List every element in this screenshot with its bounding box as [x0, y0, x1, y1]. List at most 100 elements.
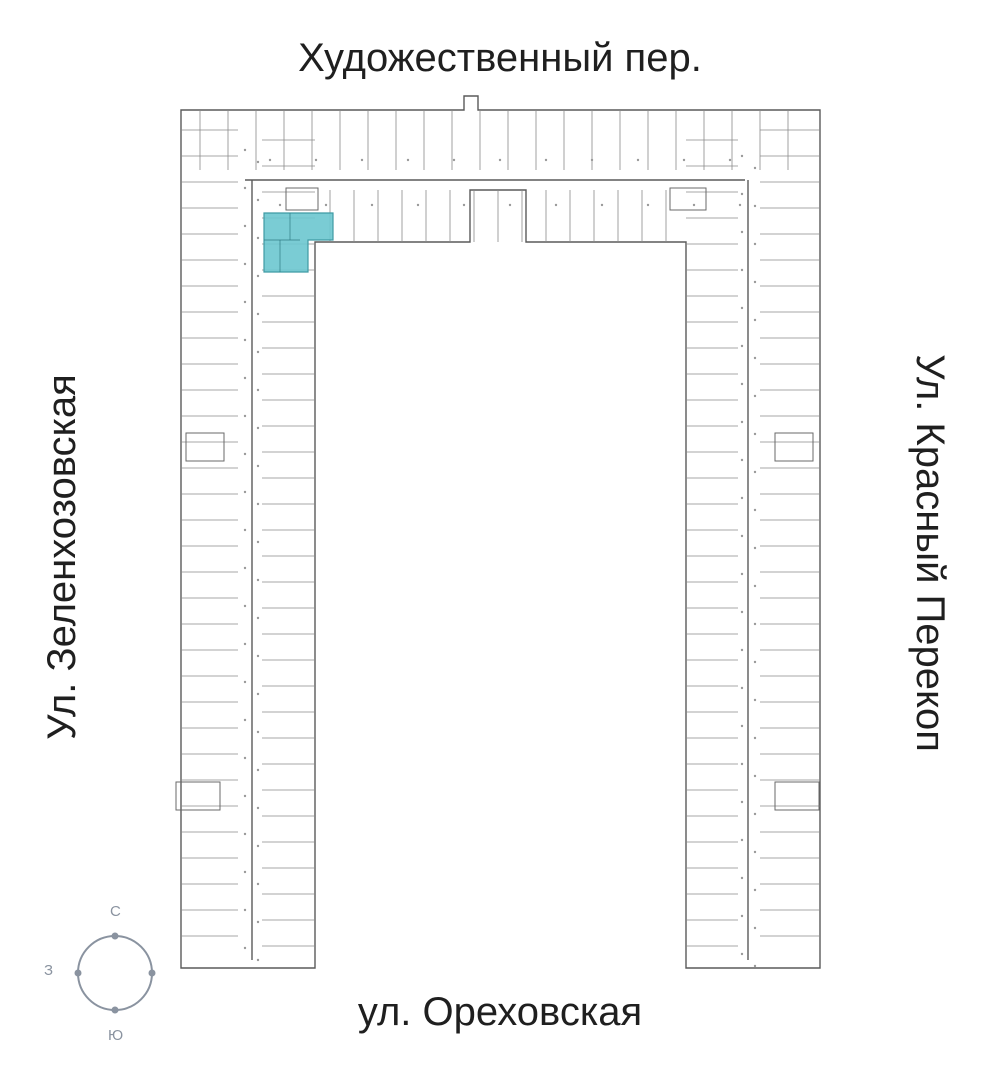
- fixture-mark: [753, 356, 757, 360]
- fixture-mark: [740, 496, 744, 500]
- fixture-mark: [243, 642, 247, 646]
- fixture-mark: [416, 203, 420, 207]
- fixture-mark: [370, 203, 374, 207]
- fixture-mark: [740, 268, 744, 272]
- fixture-mark: [243, 756, 247, 760]
- fixture-mark: [243, 908, 247, 912]
- fixture-mark: [753, 318, 757, 322]
- fixture-mark: [740, 534, 744, 538]
- fixture-mark: [740, 800, 744, 804]
- fixture-mark: [256, 768, 260, 772]
- fixture-mark: [753, 584, 757, 588]
- fixture-mark: [243, 832, 247, 836]
- fixture-mark: [740, 154, 744, 158]
- fixture-mark: [740, 914, 744, 918]
- fixture-mark: [243, 528, 247, 532]
- fixture-mark: [243, 224, 247, 228]
- fixture-mark: [314, 158, 318, 162]
- fixture-mark: [753, 166, 757, 170]
- fixture-mark: [256, 578, 260, 582]
- fixture-mark: [256, 274, 260, 278]
- fixture-mark: [278, 203, 282, 207]
- fixture-mark: [753, 508, 757, 512]
- fixture-mark: [740, 420, 744, 424]
- fixture-mark: [753, 622, 757, 626]
- fixture-mark: [753, 774, 757, 778]
- fixture-mark: [243, 604, 247, 608]
- fixture-mark: [256, 920, 260, 924]
- fixture-mark: [360, 158, 364, 162]
- fixture-mark: [753, 280, 757, 284]
- fixture-mark: [243, 186, 247, 190]
- fixture-mark: [256, 882, 260, 886]
- fixture-mark: [256, 236, 260, 240]
- fixture-mark: [462, 203, 466, 207]
- fixture-mark: [753, 432, 757, 436]
- fixture-mark: [682, 158, 686, 162]
- compass-west-label: З: [44, 962, 54, 979]
- fixture-mark: [243, 452, 247, 456]
- fixture-mark: [256, 844, 260, 848]
- fixture-mark: [243, 338, 247, 342]
- fixture-mark: [544, 158, 548, 162]
- fixture-mark: [268, 158, 272, 162]
- fixture-mark: [740, 344, 744, 348]
- fixture-mark: [256, 388, 260, 392]
- fixture-marks: [243, 148, 757, 968]
- fixture-mark: [692, 203, 696, 207]
- fixture-mark: [256, 692, 260, 696]
- fixture-mark: [256, 654, 260, 658]
- street-label-south: ул. Ореховская: [357, 990, 643, 1034]
- fixture-mark: [256, 350, 260, 354]
- fixture-mark: [590, 158, 594, 162]
- fixture-mark: [243, 300, 247, 304]
- fixture-mark: [243, 414, 247, 418]
- fixture-mark: [740, 952, 744, 956]
- fixture-mark: [740, 648, 744, 652]
- fixture-mark: [753, 660, 757, 664]
- fixture-mark: [256, 616, 260, 620]
- fixture-mark: [256, 426, 260, 430]
- fixture-mark: [753, 698, 757, 702]
- fixture-mark: [740, 610, 744, 614]
- fixture-mark: [243, 718, 247, 722]
- fixture-mark: [753, 242, 757, 246]
- fixture-mark: [753, 812, 757, 816]
- compass-north-label: С: [110, 903, 121, 920]
- selected-apartment-details: [264, 213, 300, 272]
- fixture-mark: [636, 158, 640, 162]
- fixture-mark: [753, 394, 757, 398]
- fixture-mark: [600, 203, 604, 207]
- fixture-mark: [646, 203, 650, 207]
- fixture-mark: [753, 926, 757, 930]
- fixture-mark: [753, 204, 757, 208]
- fixture-mark: [243, 794, 247, 798]
- fixture-mark: [256, 312, 260, 316]
- fixture-mark: [256, 806, 260, 810]
- fixture-mark: [256, 958, 260, 962]
- fixture-mark: [243, 870, 247, 874]
- fixture-mark: [740, 230, 744, 234]
- fixture-mark: [508, 203, 512, 207]
- fixture-mark: [740, 686, 744, 690]
- fixture-mark: [406, 158, 410, 162]
- fixture-mark: [256, 502, 260, 506]
- fixture-mark: [753, 850, 757, 854]
- fixture-mark: [740, 572, 744, 576]
- fixture-mark: [243, 376, 247, 380]
- fixture-mark: [554, 203, 558, 207]
- compass-south-label: Ю: [108, 1027, 124, 1044]
- fixture-mark: [753, 736, 757, 740]
- stair-cores: [175, 187, 820, 811]
- selected-apartment[interactable]: [263, 212, 334, 273]
- fixture-mark: [740, 838, 744, 842]
- compass-icon: [74, 932, 156, 1014]
- fixture-mark: [256, 540, 260, 544]
- fixture-mark: [256, 198, 260, 202]
- fixture-mark: [243, 262, 247, 266]
- fixture-mark: [452, 158, 456, 162]
- street-label-north: Художественный пер.: [298, 36, 702, 80]
- fixture-mark: [256, 464, 260, 468]
- fixture-mark: [753, 470, 757, 474]
